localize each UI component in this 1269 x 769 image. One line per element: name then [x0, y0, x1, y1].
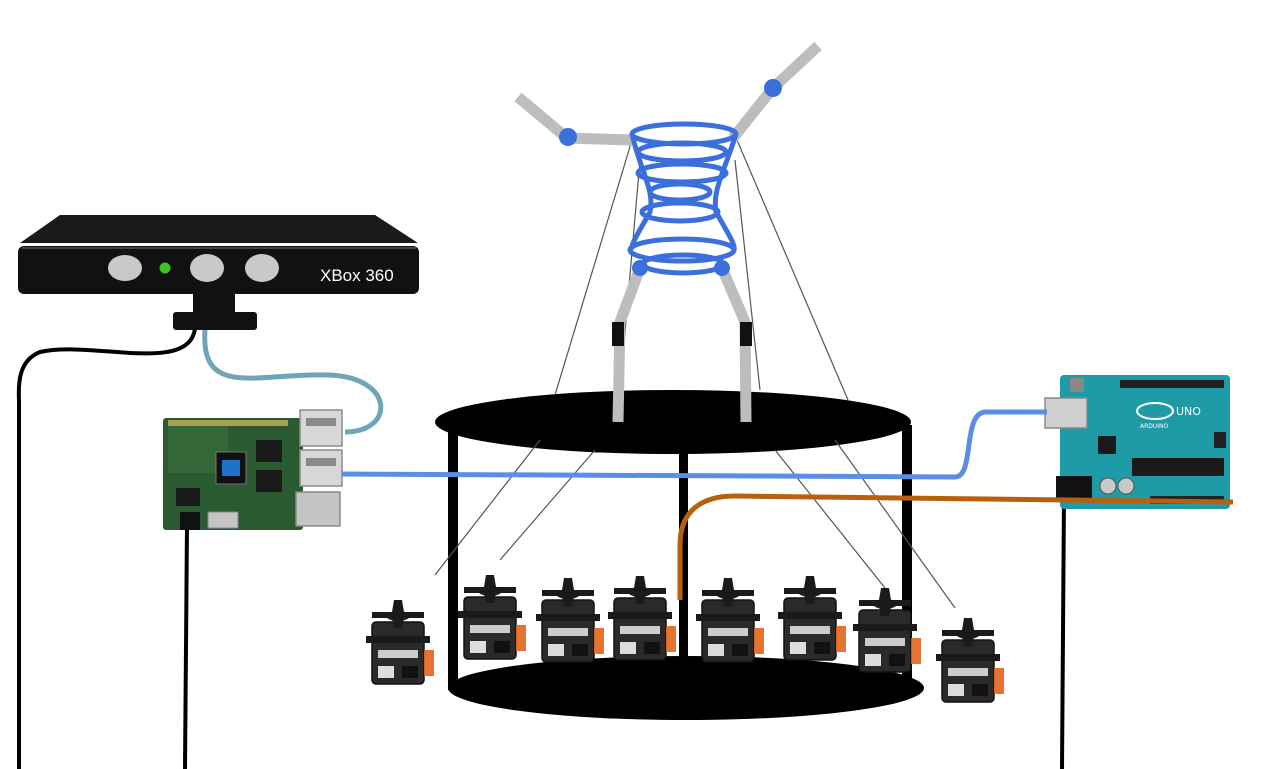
pc-header-pins: [168, 420, 288, 426]
servo-2: [457, 574, 527, 660]
kinect-power-cable: [16, 327, 197, 769]
servo-8: [935, 617, 1005, 703]
minipc-power-cable: [183, 524, 189, 769]
frame-left-post: [448, 425, 458, 690]
string-6: [499, 449, 596, 561]
kinect-top-bevel: [20, 215, 418, 243]
arduino-brand-text: ARDUINO: [1140, 423, 1169, 430]
kinect-sensor: XBox 360: [18, 215, 419, 330]
marionette-puppet: [514, 41, 822, 423]
frame-center-post: [679, 425, 688, 665]
arduino-uno-board: UNO ARDUINO: [1044, 375, 1230, 509]
kinect-base: [173, 312, 257, 330]
pc-ram-chip-1: [256, 440, 282, 462]
pc-power-jack: [180, 512, 200, 530]
arduino-digital-header: [1120, 380, 1224, 388]
puppet-left-foot-joint: [632, 260, 648, 276]
pc-usb-port-1: [299, 409, 343, 447]
pc-ram-chip-2: [256, 470, 282, 492]
string-5: [434, 439, 541, 576]
pc-usb-port-1-slot: [306, 418, 336, 426]
arduino-power-jack: [1056, 476, 1092, 500]
puppet-right-knee: [740, 322, 752, 346]
arduino-icsp-header: [1214, 432, 1226, 448]
spring-ring-3: [635, 161, 729, 185]
servo-5: [695, 577, 765, 663]
pc-chip-small: [176, 488, 200, 506]
spring-ring-7: [640, 252, 726, 276]
puppet-right-hand: [764, 79, 782, 97]
servo-7: [852, 587, 922, 673]
puppet-right-foot-joint: [714, 260, 730, 276]
frame-bottom-disc: [448, 656, 924, 720]
servo-4: [607, 575, 677, 661]
arduino-mcu-chip: [1132, 458, 1224, 476]
pc-ethernet-port: [295, 491, 341, 527]
string-7: [774, 449, 886, 589]
spring-ring-5: [639, 200, 721, 224]
arduino-reset-button: [1070, 378, 1084, 392]
kinect-label: XBox 360: [320, 266, 394, 285]
pc-usb-port-2-slot: [306, 458, 336, 466]
kinect-ir-emitter-icon: [108, 255, 142, 281]
arduino-usb-chip: [1098, 436, 1116, 454]
arduino-servo-signal-wire: [677, 493, 1234, 600]
pc-to-arduino-usb-cable: [341, 409, 1047, 480]
puppet-left-hand: [559, 128, 577, 146]
puppet-strings: [434, 139, 956, 609]
frame-top-disc: [435, 390, 911, 454]
puppet-left-knee: [612, 322, 624, 346]
arduino-capacitor-1: [1099, 477, 1117, 495]
mini-pc-board: [163, 409, 343, 530]
puppet-frame: [435, 390, 924, 720]
puppet-spring-body: [627, 121, 739, 276]
arduino-power-cable: [1060, 494, 1066, 769]
servo-6: [777, 575, 847, 661]
kinect-usb-cable: [202, 329, 384, 435]
kinect-led-icon: [159, 262, 171, 274]
string-2: [736, 139, 849, 401]
spring-right-side: [712, 133, 739, 251]
pc-usb-port-2: [299, 449, 343, 487]
arduino-logo-text: UNO: [1176, 405, 1201, 418]
kinect-depth-camera-icon: [245, 254, 279, 282]
kinect-rgb-camera-icon: [190, 254, 224, 282]
servo-1: [365, 599, 435, 685]
string-4: [734, 159, 761, 391]
frame-right-post: [902, 425, 912, 690]
string-1: [554, 139, 633, 396]
spring-ring-4: [647, 181, 713, 203]
pc-hdmi-port: [207, 511, 239, 529]
arduino-logo-icon: [1136, 402, 1174, 420]
arduino-usb-port: [1044, 397, 1088, 429]
spring-left-side: [629, 133, 654, 251]
pc-cpu-logo: [222, 460, 240, 476]
power-cables: [16, 327, 1066, 769]
string-8: [834, 439, 956, 609]
servo-3: [535, 577, 605, 663]
arduino-capacitor-2: [1117, 477, 1135, 495]
